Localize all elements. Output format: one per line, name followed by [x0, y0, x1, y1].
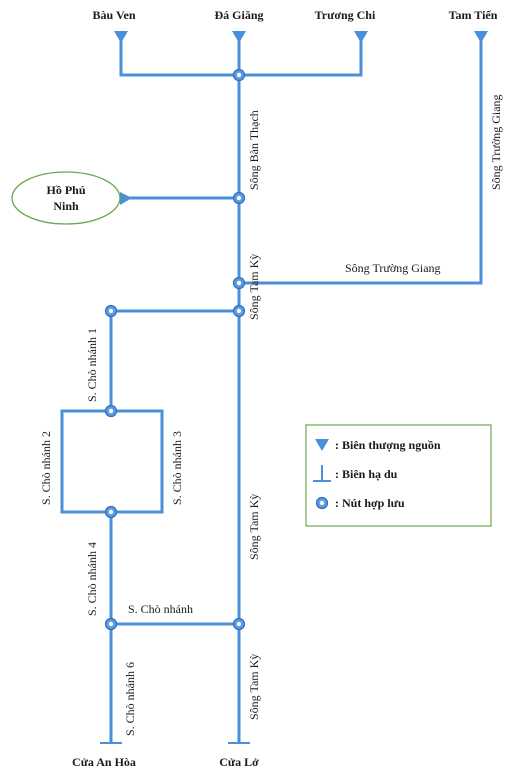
lake-label-line1: Hồ Phú [46, 183, 85, 197]
label-cho-nhanh-4: S. Chò nhánh 4 [85, 542, 99, 616]
node-lake [232, 191, 246, 205]
legend-junction-icon [315, 496, 329, 510]
upstream-bau-ven-icon [114, 31, 128, 43]
label-cho-nhanh-3: S. Chò nhánh 3 [170, 431, 184, 505]
node-cho-top-left [104, 304, 118, 318]
label-dai-giang: Đá Giăng [214, 8, 263, 22]
label-cho-nhanh-6: S. Chò nhánh 6 [123, 662, 137, 736]
node-cho-box-top [104, 404, 118, 418]
node-truong-giang [232, 276, 246, 290]
legend: : Biên thượng nguồn : Biên hạ du : Nút h… [305, 424, 492, 527]
label-tam-ky-middle: Sông Tam Kỳ [247, 494, 261, 560]
label-cho-nhanh-2: S. Chò nhánh 2 [39, 431, 53, 505]
label-tam-tien: Tam Tiến [449, 8, 498, 22]
label-tam-ky-upper: Sông Tam Kỳ [247, 254, 261, 320]
upstream-truong-chi-icon [354, 31, 368, 43]
legend-downstream-label: : Biên hạ du [335, 467, 398, 481]
legend-upstream-icon [315, 439, 329, 451]
label-truong-giang-v: Sông Trường Giang [489, 94, 503, 190]
legend-box [305, 424, 492, 527]
upstream-tam-tien-icon [474, 31, 488, 43]
label-tam-ky-lower: Sông Tam Kỳ [247, 654, 261, 720]
legend-upstream-label: : Biên thượng nguồn [335, 438, 441, 452]
river-lines [60, 38, 483, 744]
lake-label-line2: Ninh [53, 199, 79, 213]
upstream-dai-giang-icon [232, 31, 246, 43]
junction-nodes [104, 68, 246, 631]
node-cho-bottom-left [104, 617, 118, 631]
legend-junction-label: : Nút hợp lưu [335, 496, 405, 510]
upstream-lake-icon [120, 192, 132, 205]
node-cho-bottom-main [232, 617, 246, 631]
node-cho-main [232, 304, 246, 318]
label-ban-thach: Sông Bàn Thạch [247, 110, 261, 190]
label-cho-nhanh-1: S. Chò nhánh 1 [85, 328, 99, 402]
label-bau-ven: Bàu Ven [92, 8, 135, 22]
node-upper [232, 68, 246, 82]
label-cua-an-hoa: Cửa An Hòa [72, 755, 136, 769]
label-truong-chi: Trương Chi [315, 8, 376, 22]
lake-shape [11, 171, 121, 225]
upstream-boundaries [114, 31, 488, 205]
node-cho-box-bottom [104, 505, 118, 519]
label-truong-giang-h: Sông Trường Giang [345, 261, 441, 275]
label-cua-lo: Cửa Lở [219, 755, 259, 769]
label-cho-nhanh: S. Chò nhánh [128, 602, 193, 616]
